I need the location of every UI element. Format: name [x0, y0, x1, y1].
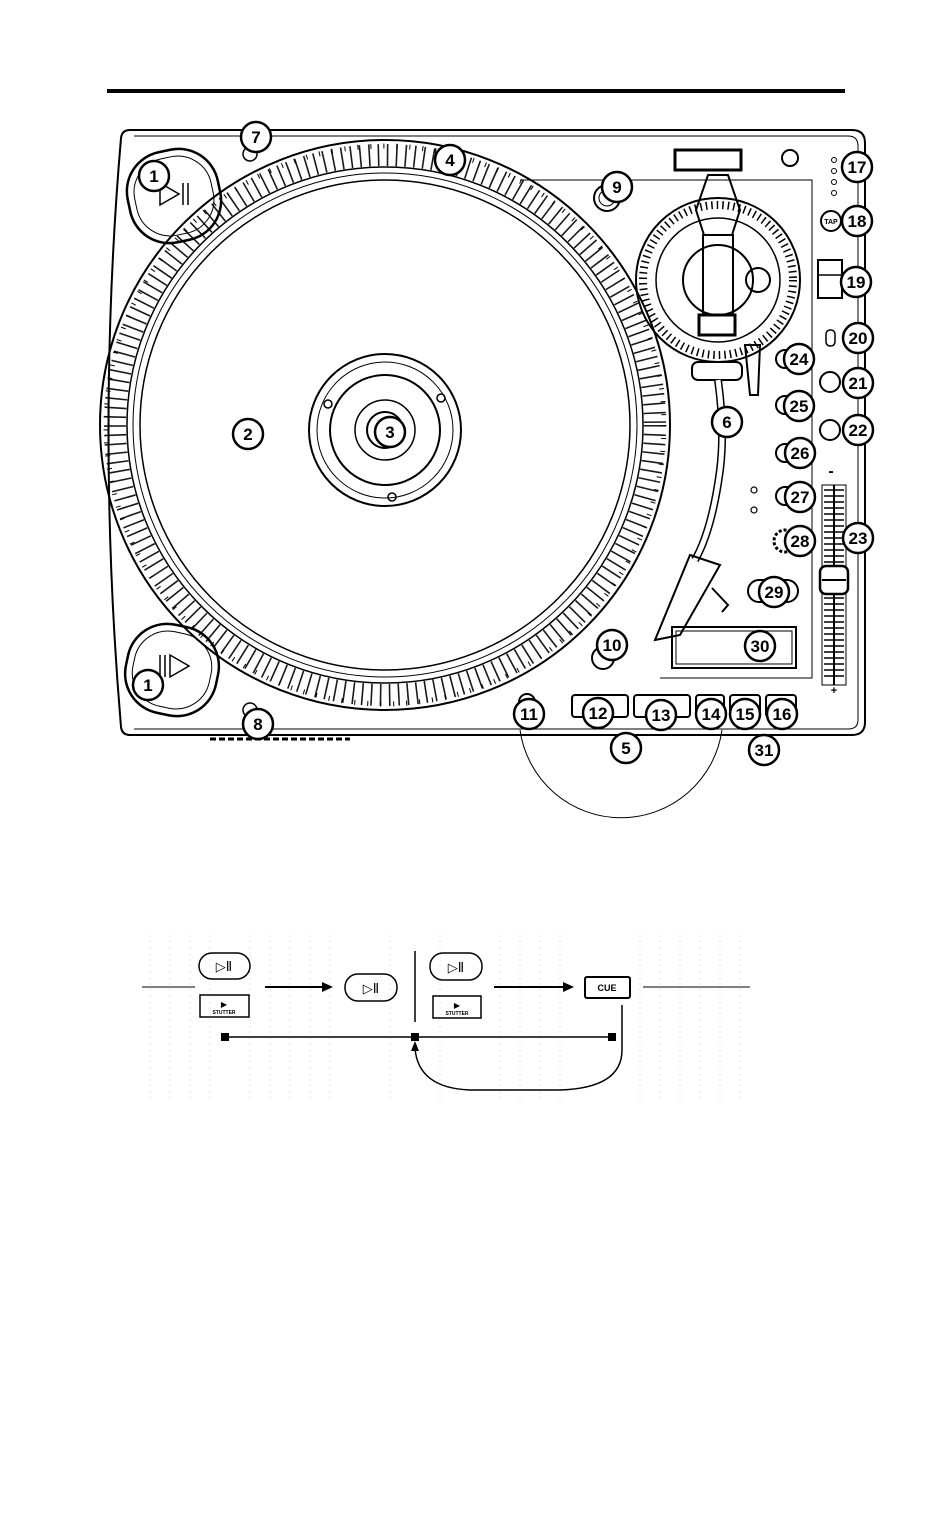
callout-30-label: 30: [751, 637, 770, 656]
flow-play-pause-glyph-2: ▷Ⅱ: [363, 982, 379, 997]
callout-15-label: 15: [736, 705, 755, 724]
tonearm-lift-base: [692, 362, 742, 380]
callout-17-label: 17: [848, 158, 867, 177]
callout-5-label: 5: [621, 739, 630, 758]
callout-8-label: 8: [253, 715, 262, 734]
hub-screw-1: [324, 400, 332, 408]
callout-20-label: 20: [849, 329, 868, 348]
callout-4-label: 4: [445, 151, 455, 170]
callout-22-label: 22: [849, 421, 868, 440]
play-pause-button-bottom[interactable]: [118, 616, 227, 723]
callout-12-label: 12: [589, 704, 608, 723]
tonearm-collar: [699, 315, 735, 335]
pitch-plus-label: +: [831, 685, 837, 697]
tap-label: TAP: [824, 219, 838, 226]
callout-16-label: 16: [773, 705, 792, 724]
flow-arrow-2-head: [563, 982, 574, 992]
pitch-led-1: [832, 158, 837, 163]
flow-diagram: ▷Ⅱ ▶ STUTTER ▷Ⅱ ▷Ⅱ ▶ STUTTER CUE: [142, 935, 750, 1100]
callout-1-bottom-label: 1: [143, 676, 152, 695]
callout-2-label: 2: [243, 425, 252, 444]
flow-play-pause-glyph-1: ▷Ⅱ: [216, 960, 232, 975]
pitch-led-4: [832, 191, 837, 196]
play-pause-button-top-inner: [128, 150, 221, 243]
callout-29-label: 29: [765, 583, 784, 602]
flow-cue-label: CUE: [597, 983, 616, 993]
callout-11-label: 11: [520, 705, 538, 724]
callout-31-label: 31: [755, 741, 774, 760]
lcd-display: [672, 627, 796, 668]
flow-marker-end: [608, 1033, 616, 1041]
flow-arrow-1-head: [322, 982, 333, 992]
flow-stutter-label-1: STUTTER: [212, 1010, 235, 1016]
pitch-led-2: [832, 169, 837, 174]
callout-28-label: 28: [791, 532, 810, 551]
tonearm-base-inner: [656, 218, 780, 342]
callout-27-label: 27: [791, 488, 810, 507]
callout-19-label: 19: [847, 273, 866, 292]
callout-6-label: 6: [722, 413, 731, 432]
tonearm-base: [636, 198, 800, 362]
callout-18-label: 18: [848, 212, 867, 231]
callout-26-label: 26: [791, 444, 810, 463]
target-light: [782, 150, 798, 166]
headshell-finger: [712, 588, 728, 612]
play-pause-button-bottom-inner: [126, 625, 218, 716]
led-27b: [751, 507, 757, 513]
tonearm-pivot: [683, 245, 753, 315]
callout-14-label: 14: [702, 705, 721, 724]
callout-3-label: 3: [385, 423, 394, 442]
flow-return-arrowhead: [411, 1041, 419, 1051]
callout-25-label: 25: [790, 397, 809, 416]
flow-stutter-glyph-1: ▶: [221, 1000, 228, 1009]
callout-10-label: 10: [603, 636, 622, 655]
callout-1-top-label: 1: [149, 167, 158, 186]
callout-24-label: 24: [790, 350, 809, 369]
led-indicator: [826, 330, 835, 346]
led-27a: [751, 487, 757, 493]
pitch-led-3: [832, 180, 837, 185]
button-22[interactable]: [820, 420, 840, 440]
flow-marker-start: [221, 1033, 229, 1041]
flow-stutter-glyph-2: ▶: [454, 1001, 461, 1010]
play-icon-bottom: [170, 655, 189, 677]
callout-9-label: 9: [612, 178, 621, 197]
callout-7-label: 7: [251, 128, 260, 147]
pitch-minus-label: -: [828, 463, 833, 480]
headshell-rest: [675, 150, 741, 170]
flow-play-pause-glyph-3: ▷Ⅱ: [448, 961, 464, 976]
callout-13-label: 13: [652, 706, 671, 725]
callout-23-label: 23: [849, 529, 868, 548]
flow-stutter-label-2: STUTTER: [445, 1011, 468, 1017]
callout-21-label: 21: [849, 374, 868, 393]
hub-screw-2: [437, 394, 445, 402]
speed-switch[interactable]: [818, 260, 842, 298]
button-21[interactable]: [820, 372, 840, 392]
flow-marker-cue: [411, 1033, 419, 1041]
anti-skate-knob[interactable]: [746, 268, 770, 292]
